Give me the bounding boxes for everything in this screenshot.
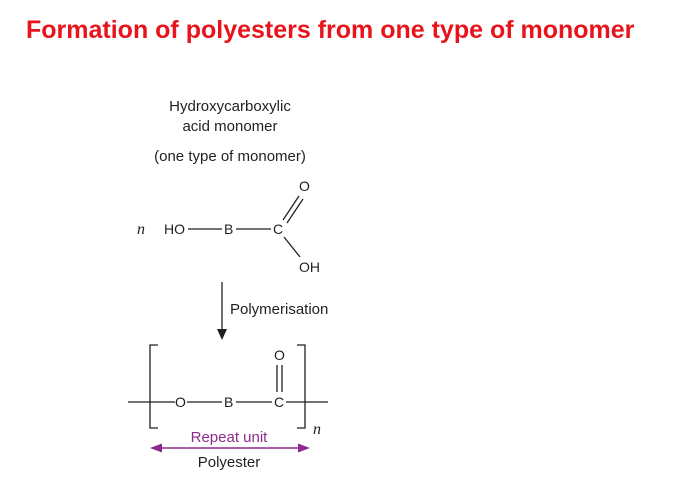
double-bond-c-o-a bbox=[282, 195, 300, 221]
polymer-subscript-n: n bbox=[313, 421, 321, 438]
monomer-label-line2: acid monomer bbox=[182, 118, 277, 135]
right-bracket bbox=[297, 344, 306, 429]
polymerisation-arrow-head bbox=[217, 329, 227, 340]
monomer-atom-o: O bbox=[299, 178, 310, 194]
monomer-atom-oh: OH bbox=[299, 259, 320, 275]
monomer-coefficient: n bbox=[137, 221, 145, 238]
polymerisation-label: Polymerisation bbox=[230, 301, 328, 318]
repeat-unit-arrow-right-head bbox=[298, 443, 310, 453]
polymer-atom-c: C bbox=[274, 394, 284, 410]
slide-title: Formation of polyesters from one type of… bbox=[26, 16, 635, 44]
bond-c-oh bbox=[283, 236, 301, 258]
left-bracket bbox=[149, 344, 158, 429]
monomer-label-line1: Hydroxycarboxylic bbox=[169, 98, 291, 115]
double-bond-c-o-b bbox=[286, 198, 304, 224]
monomer-atom-c: C bbox=[273, 221, 283, 237]
monomer-note: (one type of monomer) bbox=[154, 148, 306, 165]
repeat-unit-label: Repeat unit bbox=[191, 429, 269, 446]
monomer-atom-ho: HO bbox=[164, 221, 185, 237]
polymer-atom-b: B bbox=[224, 394, 233, 410]
polymer-atom-carbonyl-o: O bbox=[274, 347, 285, 363]
monomer-atom-b: B bbox=[224, 221, 233, 237]
repeat-unit-arrow-left-head bbox=[150, 443, 162, 453]
polyester-label: Polyester bbox=[198, 454, 261, 471]
polymer-atom-o: O bbox=[175, 394, 186, 410]
